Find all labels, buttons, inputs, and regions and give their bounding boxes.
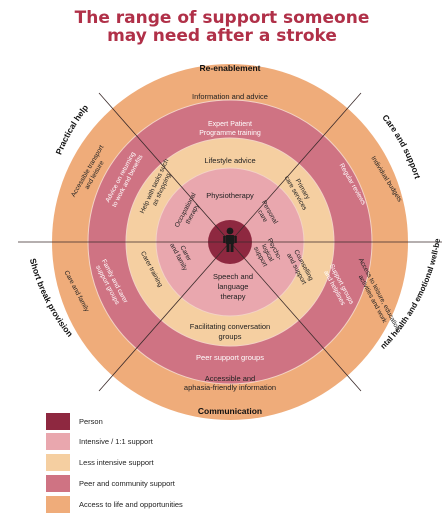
label-information-advice: Information and advice — [192, 92, 268, 101]
legend-label: Access to life and opportunities — [79, 500, 183, 509]
legend-item-person: Person — [46, 413, 103, 430]
sector-label-bottom: Communication — [198, 406, 262, 416]
legend-swatch-peer — [46, 475, 70, 492]
legend-item-access: Access to life and opportunities — [46, 496, 183, 513]
legend-swatch-access — [46, 496, 70, 513]
legend-label: Peer and community support — [79, 479, 175, 488]
legend-label: Intensive / 1:1 support — [79, 437, 153, 446]
legend-swatch-intensive — [46, 433, 70, 450]
label-facilitating-2: groups — [219, 332, 242, 341]
legend-item-peer: Peer and community support — [46, 475, 175, 492]
support-ring-diagram: Re-enablement Communication Practical he… — [0, 0, 442, 420]
label-accessible-2: aphasia-friendly information — [184, 383, 276, 392]
diagram-title-line-2: may need after a stroke — [107, 26, 337, 46]
label-speech-1: Speech and — [213, 272, 253, 281]
sector-label-top: Re-enablement — [200, 63, 261, 73]
label-speech-2: language — [218, 282, 249, 291]
legend-swatch-less-intensive — [46, 454, 70, 471]
label-speech-3: therapy — [220, 292, 245, 301]
legend-item-less-intensive: Less intensive support — [46, 454, 154, 471]
label-expert-patient-2: Programme training — [199, 130, 261, 137]
label-physiotherapy: Physiotherapy — [206, 191, 254, 200]
diagram-title-line-1: The range of support someone — [74, 8, 370, 28]
label-lifestyle-advice: Lifestyle advice — [204, 156, 255, 165]
label-peer-support-groups: Peer support groups — [196, 353, 264, 362]
legend-swatch-person — [46, 413, 70, 430]
legend-label: Person — [79, 417, 103, 426]
label-facilitating-1: Facilitating conversation — [190, 322, 270, 331]
label-expert-patient-1: Expert Patient — [208, 121, 252, 128]
legend-item-intensive: Intensive / 1:1 support — [46, 433, 153, 450]
person-icon — [223, 227, 237, 252]
label-accessible-1: Accessible and — [205, 374, 255, 383]
legend-label: Less intensive support — [79, 458, 154, 467]
